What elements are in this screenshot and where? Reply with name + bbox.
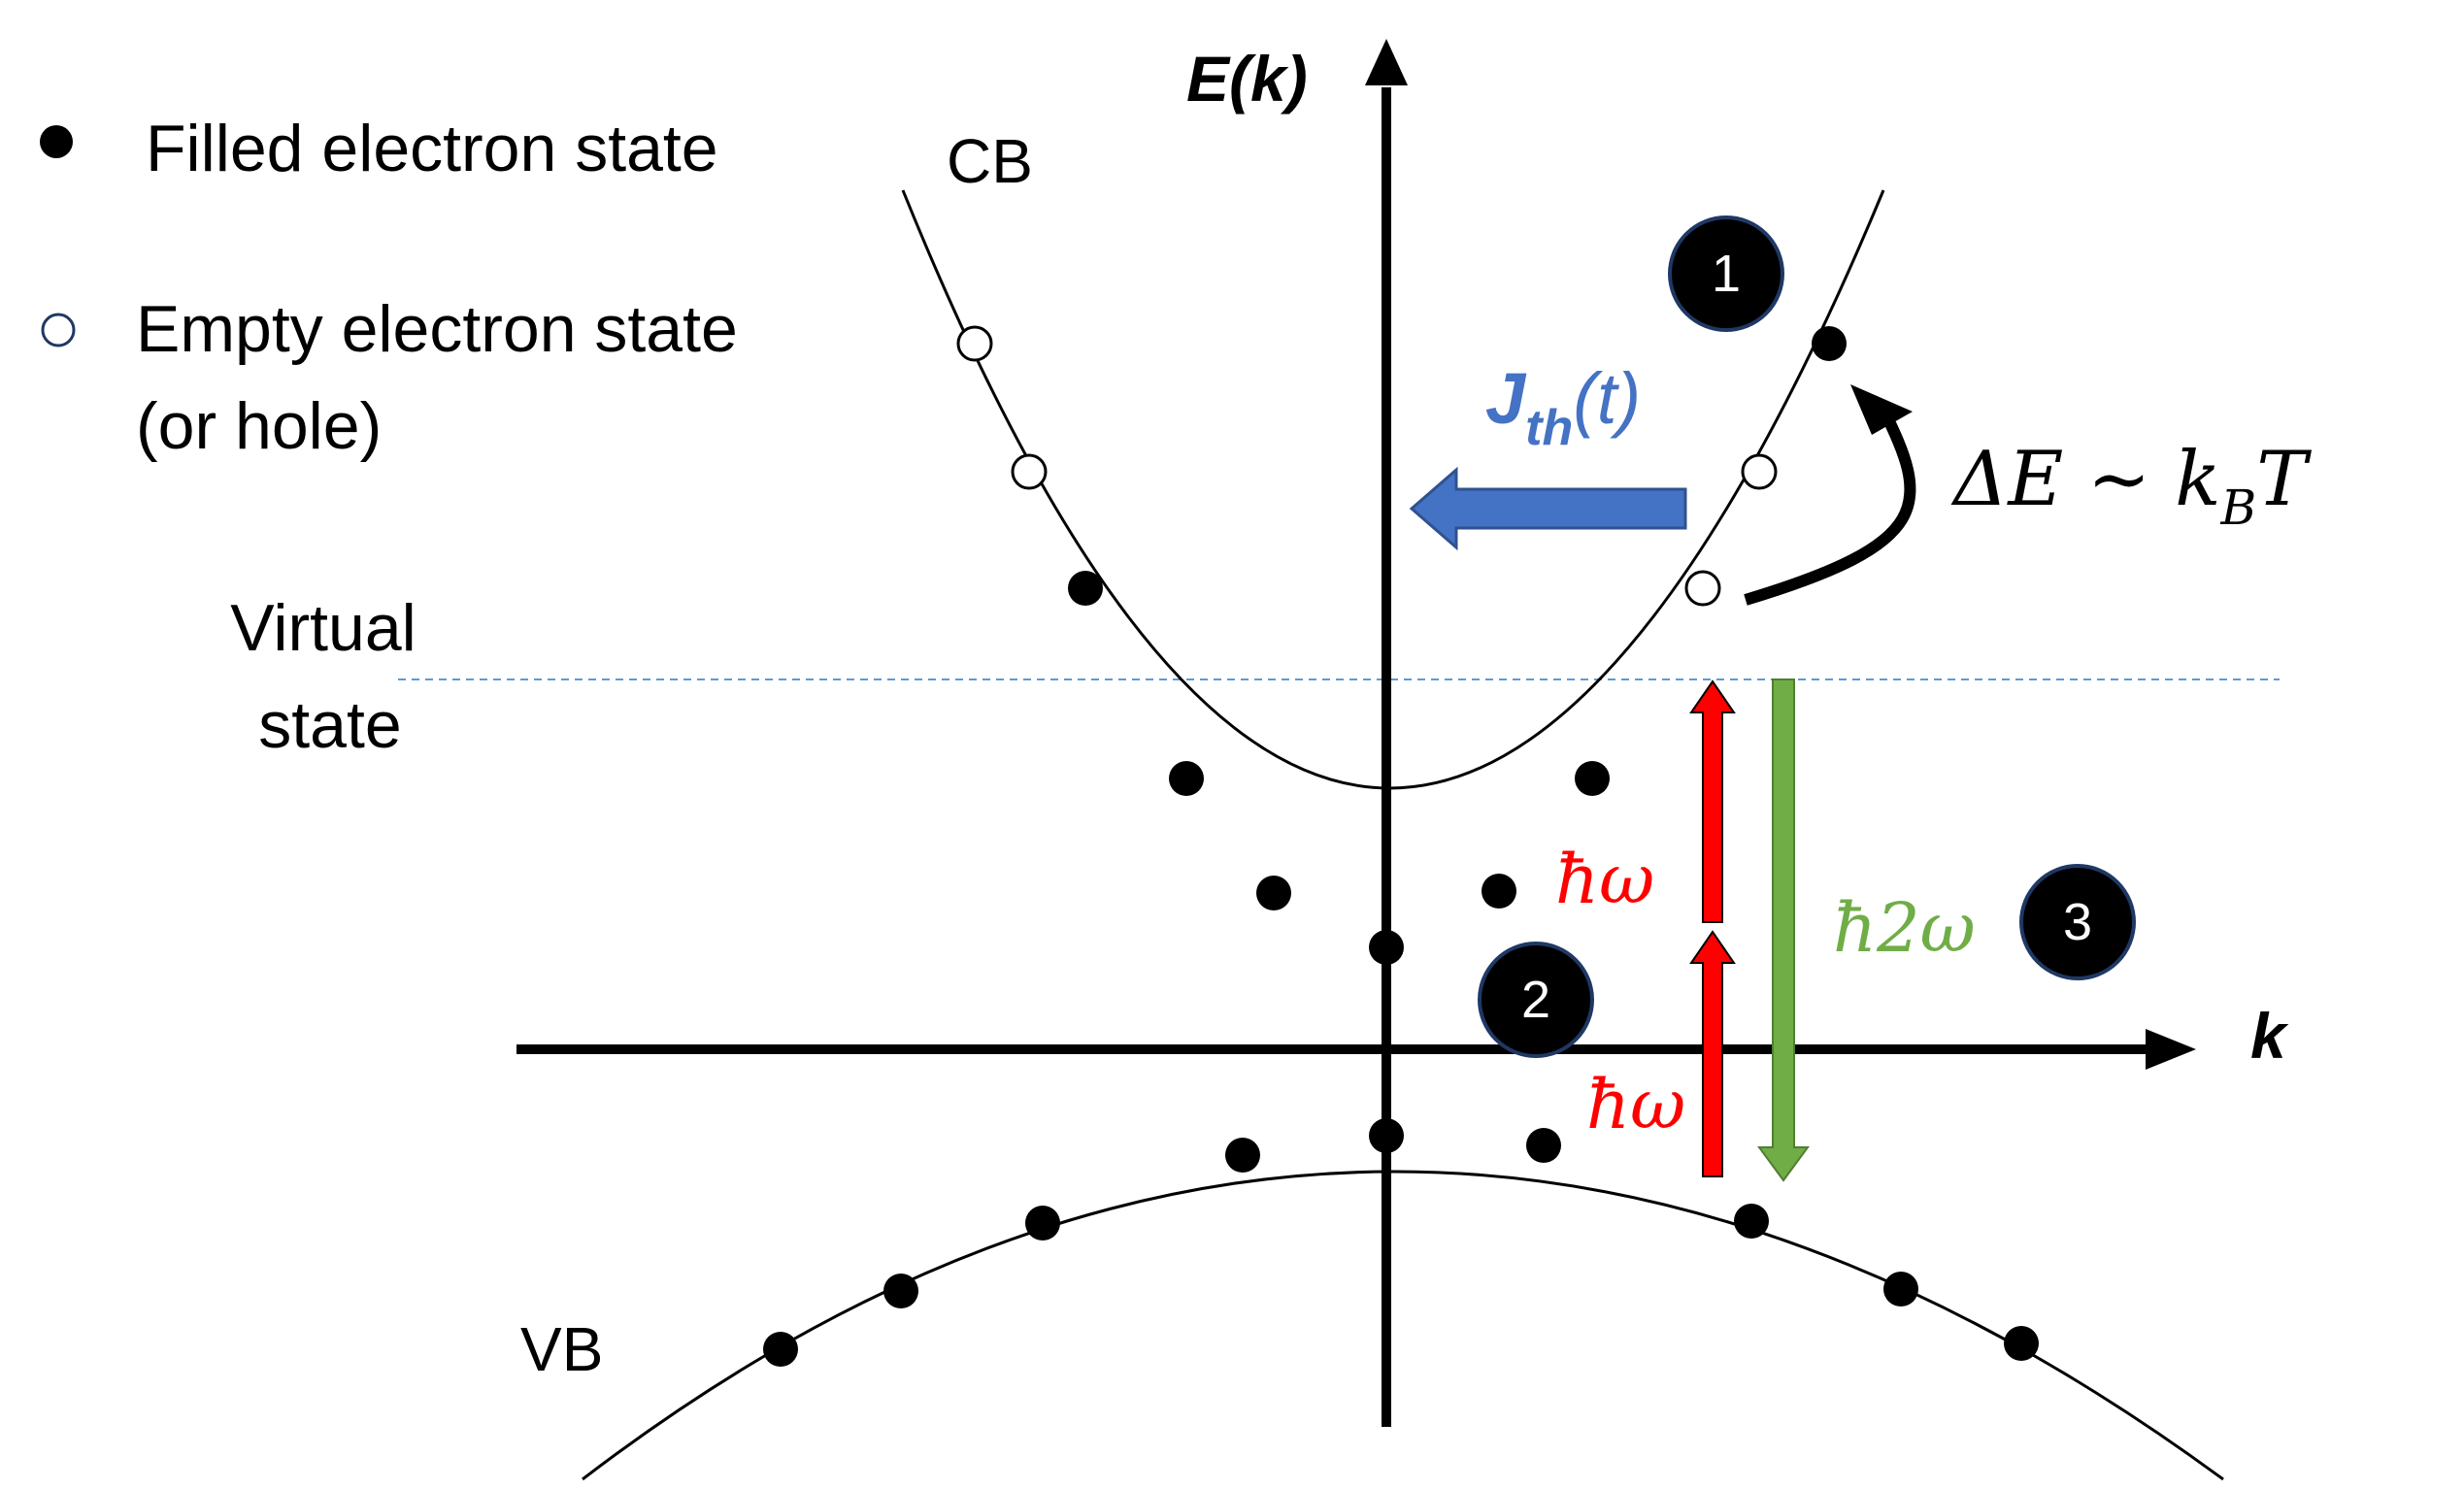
valence-band-curve [582, 1170, 2224, 1481]
vb-filled-state [883, 1274, 918, 1308]
cb-filled-state [1812, 326, 1847, 361]
cb-empty-state [1684, 570, 1721, 607]
x-axis-label: k [2250, 1000, 2289, 1072]
photon-label-upper: ħω [1555, 840, 1654, 919]
thermal-energy-sub: B [2219, 480, 2256, 536]
current-label-tail: (t) [1573, 358, 1641, 439]
current-label-sub: th [1525, 400, 1573, 456]
thermal-energy-main: ΔE ~ k [1950, 436, 2220, 523]
filled-state-legend-icon [40, 125, 73, 158]
photon-arrow-upper [1689, 679, 1736, 923]
thermal-energy-label: ΔE ~ kBT [1950, 436, 2312, 536]
y-axis-arrowhead [1365, 39, 1408, 85]
vb-filled-state [1734, 1204, 1769, 1239]
cb-filled-state [1482, 874, 1516, 909]
vb-filled-state [1883, 1272, 1918, 1307]
marker-2-text: 2 [1521, 971, 1550, 1029]
photon-arrow-lower [1689, 930, 1736, 1177]
y-axis-label: E(k) [1186, 43, 1308, 115]
vb-filled-state [1025, 1206, 1060, 1241]
thermal-excitation-arrow [1744, 403, 1916, 606]
vb-label: VB [520, 1314, 603, 1384]
marker-2: 2 [1478, 942, 1594, 1058]
vb-filled-state [1225, 1138, 1260, 1173]
current-label-main: J [1485, 358, 1527, 439]
thermal-energy-tail: T [2256, 436, 2312, 523]
cb-filled-state [1068, 571, 1103, 606]
cb-empty-state [1741, 453, 1778, 490]
marker-1: 1 [1668, 215, 1784, 332]
virtual-state-label-2: state [258, 688, 401, 762]
cb-filled-state [1575, 761, 1610, 796]
cb-label: CB [947, 126, 1033, 196]
vb-filled-state [1369, 1118, 1404, 1153]
current-label: Jth(t) [1485, 358, 1641, 456]
shg-arrow [1757, 678, 1810, 1182]
thermal-current-arrow [1409, 466, 1687, 551]
marker-3: 3 [2019, 864, 2136, 980]
marker-3-text: 3 [2063, 893, 2092, 951]
x-axis-arrowhead [2146, 1029, 2196, 1070]
marker-1-text: 1 [1712, 245, 1741, 303]
vb-filled-state [1526, 1128, 1561, 1163]
empty-state-legend-label: Empty electron state [136, 292, 738, 366]
empty-state-legend-label-2: (or hole) [136, 389, 382, 463]
cb-filled-state [1169, 761, 1204, 796]
cb-filled-state [1256, 876, 1291, 910]
cb-empty-state [956, 325, 993, 362]
thermal-excitation-arrowhead [1850, 384, 1913, 435]
virtual-state-label: Virtual [230, 591, 416, 665]
cb-empty-state [1011, 453, 1048, 490]
vb-filled-state [2004, 1326, 2039, 1361]
empty-state-legend-icon [41, 313, 76, 347]
filled-state-legend-label: Filled electron state [146, 112, 718, 185]
shg-label: ħ2ω [1833, 888, 1976, 968]
vb-filled-state [763, 1332, 798, 1367]
cb-filled-state [1369, 930, 1404, 965]
photon-label-lower: ħω [1586, 1065, 1685, 1144]
